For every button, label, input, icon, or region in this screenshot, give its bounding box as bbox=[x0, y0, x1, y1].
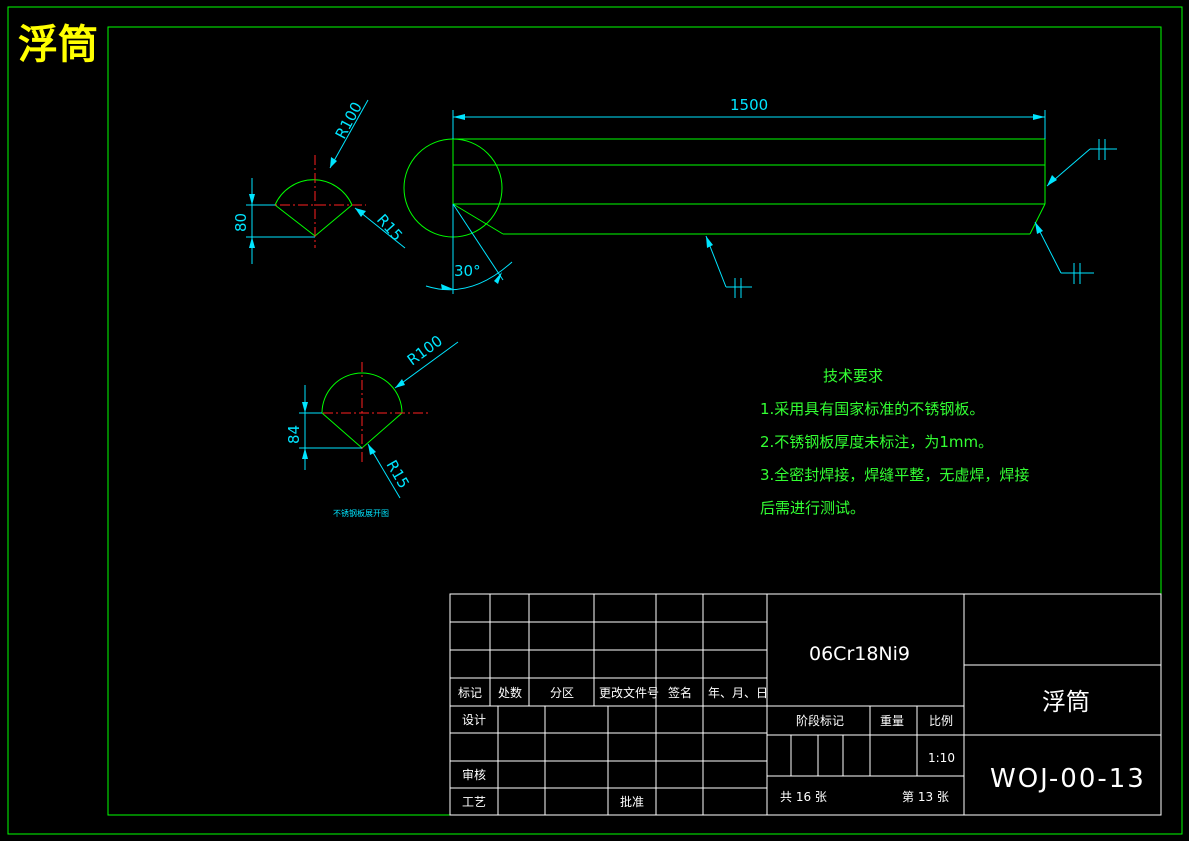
top-section-view: R100 R15 80 bbox=[232, 99, 406, 264]
tb-stage-label: 阶段标记 bbox=[796, 713, 844, 728]
weld-symbol-right-top bbox=[1046, 139, 1117, 187]
tb-material: 06Cr18Ni9 bbox=[809, 643, 910, 665]
tb-sheet-number: 第 13 张 bbox=[902, 790, 949, 804]
section-caption: 不锈钢板展开图 bbox=[333, 508, 389, 518]
angle-arc bbox=[425, 261, 513, 291]
angle-label: 30° bbox=[454, 262, 481, 280]
length-label: 1500 bbox=[730, 96, 768, 114]
tb-role-review: 审核 bbox=[462, 767, 486, 782]
angle-ext-slant bbox=[452, 203, 504, 281]
top-80-arrow-2 bbox=[249, 237, 255, 248]
top-section-v bbox=[274, 204, 353, 237]
length-arrow-left bbox=[453, 114, 465, 120]
tb-scale-label: 比例 bbox=[929, 714, 953, 728]
bottom-section-view: R100 R15 84 不锈钢板展开图 bbox=[285, 332, 459, 518]
top-r100-arrow bbox=[330, 157, 337, 168]
bottom-84-arrow-2 bbox=[302, 448, 308, 459]
angle-arrow-1 bbox=[441, 284, 453, 290]
tb-weight-label: 重量 bbox=[880, 714, 904, 728]
tb-header-count: 处数 bbox=[498, 685, 522, 700]
top-80-label: 80 bbox=[232, 213, 250, 232]
top-r100-leader bbox=[329, 99, 369, 169]
bottom-r100-label: R100 bbox=[404, 332, 446, 370]
tb-drawing-number: WOJ-00-13 bbox=[990, 764, 1146, 794]
top-r15-arrow bbox=[355, 208, 366, 217]
drawing-title: 浮筒 bbox=[18, 21, 98, 68]
top-r15-label: R15 bbox=[373, 211, 406, 245]
top-r15-leader bbox=[354, 207, 406, 249]
tb-role-design: 设计 bbox=[462, 713, 486, 727]
title-block bbox=[449, 593, 1162, 816]
main-view: 1500 30° bbox=[403, 96, 1117, 298]
bottom-r15-arrow bbox=[368, 444, 376, 455]
bottom-84-arrow-1 bbox=[302, 402, 308, 413]
top-80-arrow-1 bbox=[249, 194, 255, 205]
tech-requirements: 技术要求 1.采用具有国家标准的不锈钢板。 2.不锈钢板厚度未标注，为1mm。 … bbox=[760, 367, 1029, 517]
angle-arrow-2 bbox=[494, 272, 502, 284]
tech-line-1: 1.采用具有国家标准的不锈钢板。 bbox=[760, 400, 984, 418]
tb-header-change-doc: 更改文件号 bbox=[599, 685, 659, 700]
main-right-chamfer bbox=[1029, 203, 1046, 235]
tb-header-signature: 签名 bbox=[668, 685, 692, 700]
weld-symbol-bottom bbox=[705, 235, 752, 298]
tb-role-process: 工艺 bbox=[462, 795, 486, 809]
tech-heading: 技术要求 bbox=[823, 367, 883, 385]
outer-frame bbox=[7, 6, 1183, 835]
tb-total-sheets: 共 16 张 bbox=[780, 790, 827, 804]
tech-line-3: 3.全密封焊接，焊缝平整，无虚焊，焊接 bbox=[760, 466, 1029, 484]
tech-line-4: 后需进行测试。 bbox=[760, 499, 865, 517]
tb-header-date: 年、月、日 bbox=[708, 686, 768, 700]
bottom-r100-leader bbox=[394, 341, 459, 389]
length-arrow-right bbox=[1033, 114, 1045, 120]
bottom-84-label: 84 bbox=[285, 425, 303, 444]
tb-header-zone: 分区 bbox=[550, 686, 574, 700]
top-section-arc bbox=[274, 179, 353, 206]
tb-scale-value: 1:10 bbox=[928, 751, 955, 765]
tech-line-2: 2.不锈钢板厚度未标注，为1mm。 bbox=[760, 433, 993, 451]
tb-part-name: 浮筒 bbox=[1042, 688, 1090, 716]
bottom-r15-label: R15 bbox=[383, 457, 413, 492]
top-r100-label: R100 bbox=[332, 99, 366, 142]
bottom-section-arc bbox=[321, 372, 403, 414]
main-left-chamfer bbox=[452, 203, 504, 235]
tb-role-approve: 批准 bbox=[620, 794, 644, 809]
bottom-r100-arrow bbox=[395, 379, 405, 388]
weld-symbol-right-bottom bbox=[1034, 221, 1094, 284]
tb-header-mark: 标记 bbox=[458, 686, 482, 700]
